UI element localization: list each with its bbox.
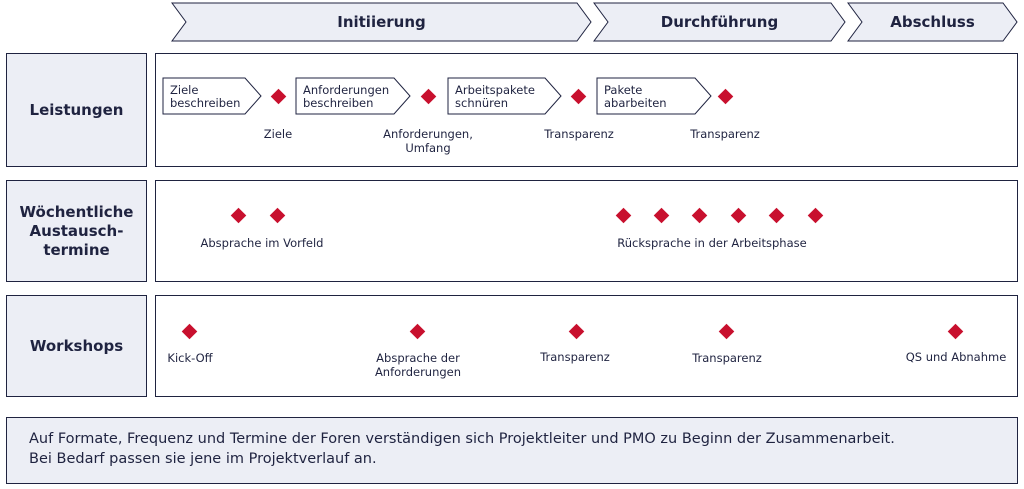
workshop-caption-anforderungen-line1: Absprache der (376, 351, 460, 365)
info-note-line1: Auf Formate, Frequenz und Termine der Fo… (29, 431, 895, 447)
step-arbeitspakete-text: Arbeitspakete schnüren (455, 84, 535, 110)
step-pakete-text: Pakete abarbeiten (604, 84, 667, 110)
row-label-workshops: Workshops (6, 295, 147, 397)
info-note: Auf Formate, Frequenz und Termine der Fo… (6, 417, 1018, 484)
phase-chevron-initiierung (171, 2, 592, 42)
row-label-leistungen: Leistungen (6, 53, 147, 167)
milestone-caption-anforderungen-line1: Anforderungen, (383, 127, 473, 141)
workshop-caption-transparenz-1: Transparenz (540, 350, 610, 364)
row-label-austausch-line2: Austausch- (29, 221, 124, 240)
step-ziele-text: Ziele beschreiben (170, 84, 240, 110)
workshop-caption-qs-abnahme: QS und Abnahme (905, 350, 1007, 364)
row-label-austausch-line3: termine (43, 240, 110, 259)
phase-label-abschluss: Abschluss (890, 13, 975, 31)
milestone-caption-anforderungen: Anforderungen, Umfang (368, 127, 488, 155)
row-label-austausch: Wöchentliche Austausch- termine (6, 180, 147, 282)
milestone-caption-ziele: Ziele (263, 127, 293, 141)
step-anforderungen-line1: Anforderungen (303, 83, 390, 97)
workshop-caption-transparenz-2: Transparenz (692, 351, 762, 365)
step-arbeitspakete-line2: schnüren (455, 96, 509, 110)
step-arbeitspakete-line1: Arbeitspakete (455, 83, 535, 97)
milestone-caption-anforderungen-line2: Umfang (405, 141, 451, 155)
milestone-caption-transparenz-2: Transparenz (690, 127, 760, 141)
workshop-caption-anforderungen: Absprache der Anforderungen (358, 351, 478, 379)
phase-chevron-durchfuehrung (593, 2, 846, 42)
step-ziele-line1: Ziele (170, 83, 199, 97)
phase-chevron-abschluss (847, 2, 1018, 42)
leistungen-panel (155, 53, 1018, 167)
step-pakete-line2: abarbeiten (604, 96, 667, 110)
info-note-line2: Bei Bedarf passen sie jene im Projektver… (29, 451, 377, 467)
row-label-leistungen-text: Leistungen (29, 100, 124, 119)
step-pakete-line1: Pakete (604, 83, 643, 97)
row-label-workshops-text: Workshops (29, 336, 124, 355)
workshop-caption-anforderungen-line2: Anforderungen (374, 365, 462, 379)
phase-header (171, 2, 1018, 42)
phase-label-durchfuehrung: Durchführung (660, 13, 779, 31)
step-anforderungen-text: Anforderungen beschreiben (303, 84, 389, 110)
step-ziele-line2: beschreiben (170, 96, 241, 110)
row-label-austausch-line1: Wöchentliche (19, 202, 134, 221)
austausch-caption-vorfeld: Absprache im Vorfeld (200, 236, 324, 250)
workshop-caption-kickoff: Kick-Off (167, 351, 213, 365)
workshops-panel (155, 295, 1018, 397)
austausch-caption-arbeitsphase: Rücksprache in der Arbeitsphase (617, 236, 807, 250)
austausch-panel (155, 180, 1018, 282)
step-anforderungen-line2: beschreiben (303, 96, 374, 110)
milestone-caption-transparenz-1: Transparenz (544, 127, 614, 141)
phase-label-initiierung: Initiierung (337, 13, 426, 31)
